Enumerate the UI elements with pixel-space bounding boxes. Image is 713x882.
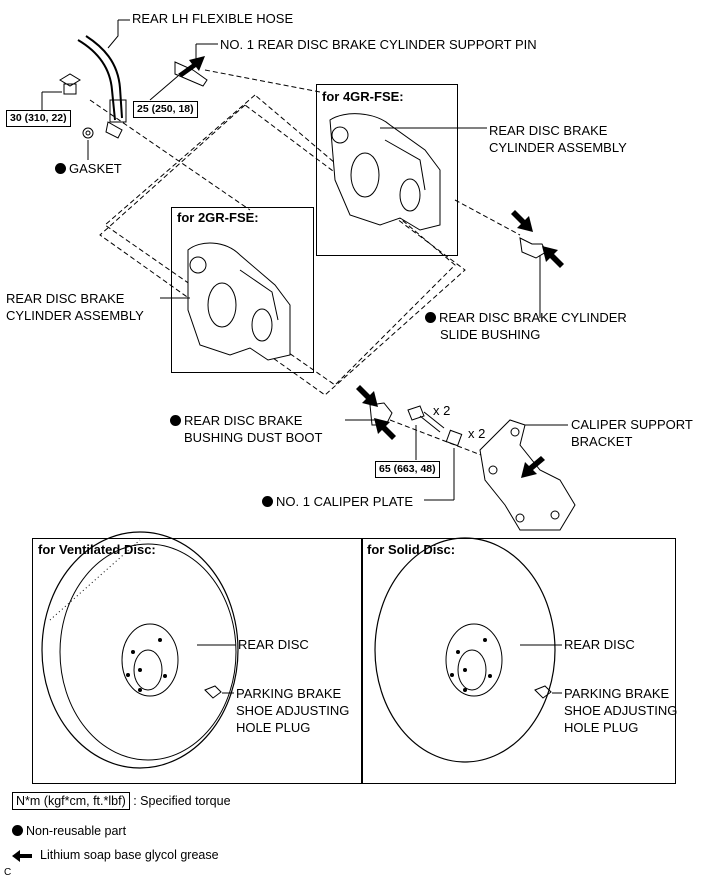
slide-bushing-text: REAR DISC BRAKE CYLINDER: [439, 310, 627, 325]
slide-bushing-label-2: SLIDE BUSHING: [440, 327, 541, 342]
caliper-bracket-label-2: BRACKET: [571, 434, 633, 449]
box-4gr-fse: [316, 84, 458, 256]
plug-ventilated-label-1: PARKING BRAKE: [236, 686, 342, 701]
gasket-text: GASKET: [69, 161, 122, 176]
plate-quantity-label: x 2: [468, 426, 486, 441]
dust-boot-label-2: BUSHING DUST BOOT: [184, 430, 323, 445]
slide-bushing-label-1: REAR DISC BRAKE CYLINDER: [425, 310, 627, 326]
plug-ventilated-label-3: HOLE PLUG: [236, 720, 311, 735]
nonreusable-text: Non-reusable part: [26, 824, 127, 838]
rear-disc-solid-label: REAR DISC: [564, 637, 635, 652]
for-4gr-title: for 4GR-FSE:: [322, 89, 404, 104]
legend-grease: Lithium soap base glycol grease: [40, 848, 219, 862]
bolt-quantity-label: x 2: [433, 403, 451, 418]
for-solid-title: for Solid Disc:: [367, 542, 456, 557]
grease-text: Lithium soap base glycol grease: [40, 848, 219, 862]
support-pin-label: NO. 1 REAR DISC BRAKE CYLINDER SUPPORT P…: [220, 37, 537, 52]
disc-panel-divider: [361, 538, 363, 784]
torque-desc: : Specified torque: [133, 794, 231, 808]
non-reusable-dot-icon: [170, 415, 181, 426]
rear-lh-flexible-hose-label: REAR LH FLEXIBLE HOSE: [132, 11, 294, 26]
cyl-assy-4gr-label-2: CYLINDER ASSEMBLY: [489, 140, 627, 155]
disc-panel: [32, 538, 676, 784]
cyl-assy-2gr-label-1: REAR DISC BRAKE: [6, 291, 125, 306]
caliper-bracket-label-1: CALIPER SUPPORT: [571, 417, 693, 432]
dust-boot-text: REAR DISC BRAKE: [184, 413, 303, 428]
plug-solid-label-2: SHOE ADJUSTING: [564, 703, 678, 718]
torque-25-badge: 25 (250, 18): [133, 101, 198, 118]
caliper-plate-label: NO. 1 CALIPER PLATE: [262, 494, 413, 510]
legend-torque: N*m (kgf*cm, ft.*lbf) : Specified torque: [12, 792, 231, 810]
legend-nonreusable: Non-reusable part: [12, 824, 126, 838]
box-2gr-fse: [171, 207, 314, 373]
plug-solid-label-3: HOLE PLUG: [564, 720, 639, 735]
non-reusable-dot-icon: [262, 496, 273, 507]
for-ventilated-title: for Ventilated Disc:: [38, 542, 156, 557]
torque-65-badge: 65 (663, 48): [375, 461, 440, 478]
non-reusable-dot-icon: [425, 312, 436, 323]
caliper-plate-text: NO. 1 CALIPER PLATE: [276, 494, 414, 509]
plug-solid-label-1: PARKING BRAKE: [564, 686, 670, 701]
torque-30-badge: 30 (310, 22): [6, 110, 71, 127]
rear-disc-ventilated-label: REAR DISC: [238, 637, 309, 652]
cyl-assy-4gr-label-1: REAR DISC BRAKE: [489, 123, 608, 138]
corner-mark: C: [4, 867, 12, 878]
for-2gr-title: for 2GR-FSE:: [177, 210, 259, 225]
plug-ventilated-label-2: SHOE ADJUSTING: [236, 703, 350, 718]
torque-unit-box: N*m (kgf*cm, ft.*lbf): [12, 792, 130, 810]
gasket-label: GASKET: [55, 161, 122, 177]
non-reusable-dot-icon: [12, 825, 23, 836]
dust-boot-label-1: REAR DISC BRAKE: [170, 413, 302, 429]
cyl-assy-2gr-label-2: CYLINDER ASSEMBLY: [6, 308, 144, 323]
non-reusable-dot-icon: [55, 163, 66, 174]
